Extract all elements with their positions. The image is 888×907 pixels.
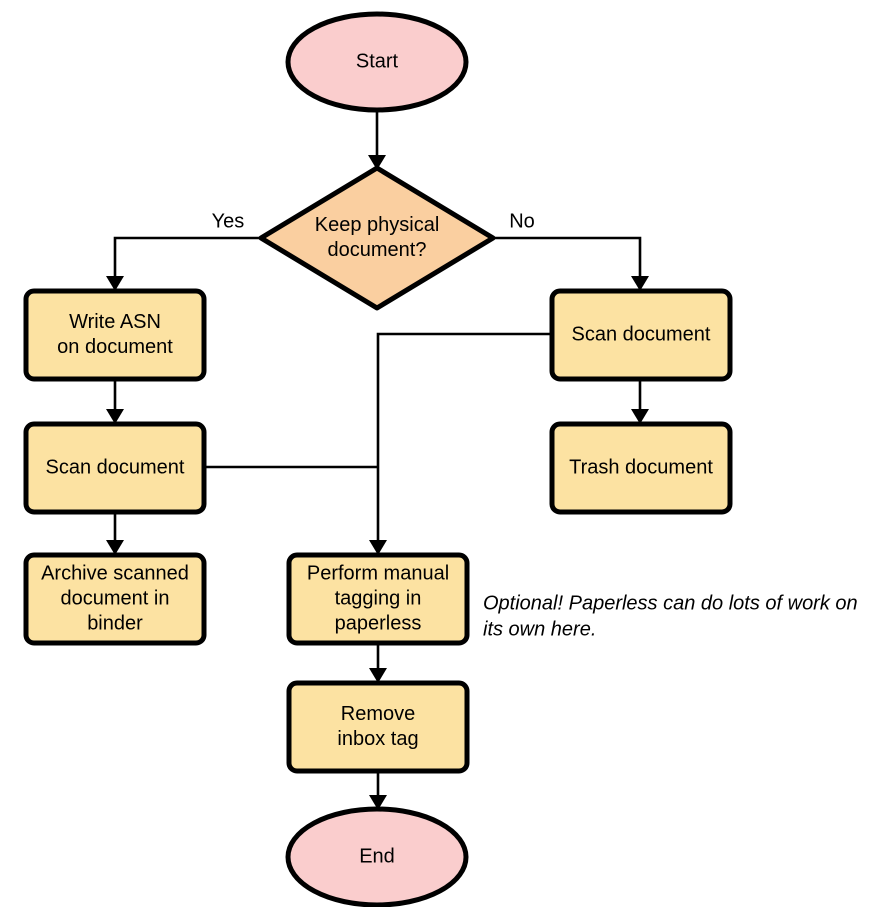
node-label-end: End	[359, 845, 395, 867]
node-label-keep-physical: Keep physical	[315, 214, 440, 236]
edge-label-decision-yes-to-write-asn: Yes	[212, 210, 245, 232]
node-start[interactable]: Start	[285, 11, 469, 113]
arrowhead-icon	[631, 276, 649, 291]
node-shape-ellipse	[285, 11, 469, 113]
node-manual-tagging[interactable]: Perform manual tagging in paperless	[286, 552, 470, 646]
arrowhead-icon	[106, 276, 124, 291]
arrowhead-icon	[106, 540, 124, 555]
annotation-line: Optional! Paperless can do lots of work …	[483, 592, 858, 614]
edge-label-decision-no-to-scan-right: No	[509, 210, 535, 232]
node-archive-binder[interactable]: Archive scanned document in binder	[23, 552, 207, 646]
node-label-start: Start	[356, 50, 399, 72]
arrowhead-icon	[631, 409, 649, 424]
node-scan-document-right[interactable]: Scan document	[549, 288, 733, 382]
edge-scan-left-to-archive	[106, 512, 124, 555]
node-label-trash-document: Trash document	[569, 456, 713, 478]
node-remove-inbox-tag[interactable]: Remove inbox tag	[286, 680, 470, 774]
edge-remove-inbox-to-end	[369, 771, 387, 810]
node-label-scan-document-right: Scan document	[572, 323, 711, 345]
node-shape-rect	[23, 421, 207, 515]
node-shape-rect	[23, 552, 207, 646]
node-shape-ellipse	[285, 806, 469, 907]
node-trash-document[interactable]: Trash document	[549, 421, 733, 515]
arrowhead-icon	[369, 795, 387, 810]
annotations-layer: Optional! Paperless can do lots of work …	[483, 592, 858, 640]
node-label-keep-physical: document?	[328, 239, 427, 261]
edge-scan-right-to-trash	[631, 379, 649, 424]
node-label-manual-tagging: Perform manual	[307, 562, 449, 584]
edge-start-to-decision	[368, 110, 386, 170]
node-label-write-asn: Write ASN	[69, 311, 161, 333]
node-write-asn[interactable]: Write ASN on document	[23, 288, 207, 382]
node-label-remove-inbox-tag: Remove	[341, 703, 415, 725]
node-end[interactable]: End	[285, 806, 469, 907]
annotation-optional-note: Optional! Paperless can do lots of work …	[483, 592, 858, 640]
node-shape-diamond	[258, 165, 496, 311]
node-label-manual-tagging: tagging in	[335, 587, 422, 609]
arrowhead-icon	[369, 540, 387, 555]
edge-decision-yes-to-write-asn: Yes	[106, 210, 261, 291]
node-label-archive-binder: Archive scanned	[41, 562, 189, 584]
node-shape-rect	[286, 680, 470, 774]
edges-layer: Yes No	[106, 110, 649, 810]
arrowhead-icon	[106, 409, 124, 424]
edge-scan-right-to-manual-tagging	[369, 332, 552, 555]
node-scan-document-left[interactable]: Scan document	[23, 421, 207, 515]
edge-path	[113, 236, 261, 284]
node-label-scan-document-left: Scan document	[46, 456, 185, 478]
edge-path	[376, 332, 552, 548]
edge-decision-no-to-scan-right: No	[493, 210, 649, 291]
node-shape-rect	[286, 552, 470, 646]
arrowhead-icon	[368, 155, 386, 170]
node-shape-rect	[549, 421, 733, 515]
edge-manual-tagging-to-remove-inbox	[369, 643, 387, 683]
node-shape-rect	[23, 288, 207, 382]
node-label-archive-binder: document in	[61, 587, 170, 609]
edge-write-asn-to-scan-left	[106, 379, 124, 424]
node-shape-rect	[549, 288, 733, 382]
node-label-write-asn: on document	[57, 336, 173, 358]
annotation-line: its own here.	[483, 618, 596, 640]
node-label-manual-tagging: paperless	[335, 612, 422, 634]
node-label-archive-binder: binder	[87, 612, 143, 634]
arrowhead-icon	[369, 668, 387, 683]
node-keep-physical[interactable]: Keep physical document?	[258, 165, 496, 311]
edge-path	[493, 236, 642, 284]
node-label-remove-inbox-tag: inbox tag	[337, 728, 418, 750]
